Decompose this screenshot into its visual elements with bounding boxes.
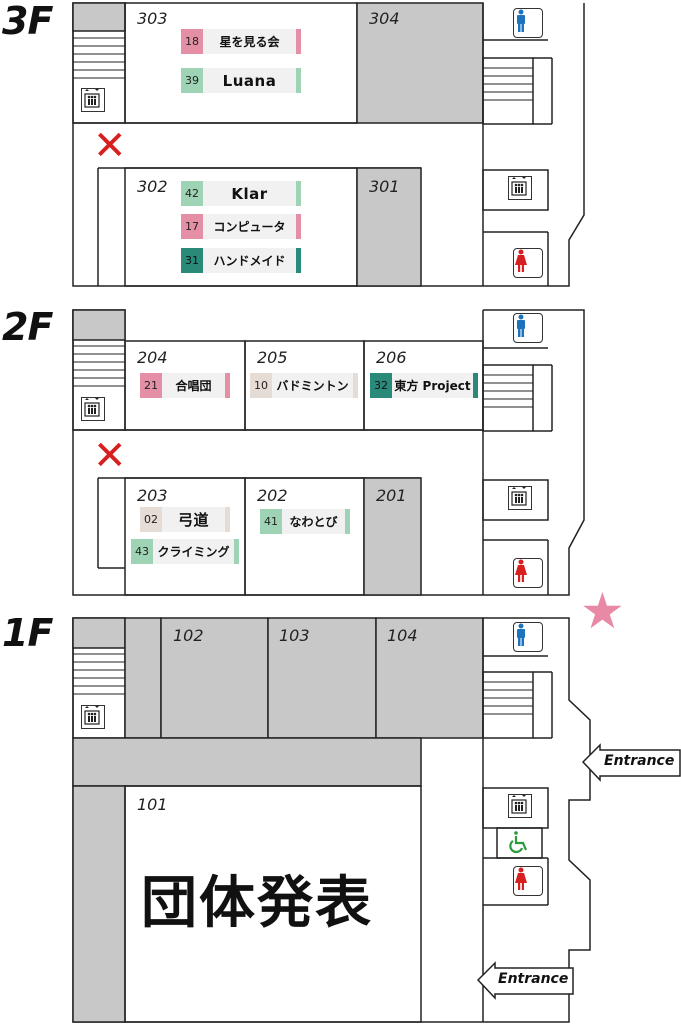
room-number-201: 201: [376, 486, 407, 505]
elevator-icon: [81, 397, 105, 421]
elevator-icon: [508, 794, 532, 818]
booth-name: 弓道: [177, 511, 209, 529]
female-restroom-icon: [513, 866, 543, 896]
booth-name: 合唱団: [175, 379, 212, 393]
room-number-203: 203: [137, 486, 168, 505]
booth-18[interactable]: 18 星を見る会: [181, 29, 301, 54]
booth-name: なわとび: [289, 515, 338, 529]
room-number-301: 301: [369, 177, 400, 196]
room-101: [124, 785, 422, 1023]
room-number-202: 202: [257, 486, 288, 505]
floor-label-3f: 3F: [2, 0, 53, 43]
female-restroom-icon: [513, 248, 543, 278]
booth-number: 42: [181, 181, 203, 206]
room-104: [375, 617, 484, 739]
booth-number: 10: [250, 373, 272, 398]
booth-number: 02: [140, 507, 162, 532]
booth-name: 東方 Project: [394, 379, 471, 393]
room-304: [356, 2, 484, 124]
room-number-302: 302: [137, 177, 168, 196]
entrance-arrow-lower: [476, 961, 574, 1000]
booth-number: 31: [181, 248, 203, 273]
booth-number: 17: [181, 214, 203, 239]
wall-2f: [72, 309, 585, 596]
booth-number: 21: [140, 373, 162, 398]
booth-31[interactable]: 31 ハンドメイド: [181, 248, 301, 273]
entrance-label-upper: Entrance: [604, 753, 675, 769]
booth-number: 41: [260, 509, 282, 534]
room-201: [363, 477, 422, 596]
booth-name: 星を見る会: [219, 35, 280, 49]
booth-32[interactable]: 32 東方 Project: [370, 373, 478, 398]
entrance-arrow-upper: [581, 743, 681, 782]
room-number-204: 204: [137, 348, 168, 367]
room-number-103: 103: [279, 626, 310, 645]
room-number-101: 101: [137, 795, 168, 814]
booth-17[interactable]: 17 コンピュータ: [181, 214, 301, 239]
booth-10[interactable]: 10 バドミントン: [250, 373, 358, 398]
booth-42[interactable]: 42 Klar: [181, 181, 301, 206]
room-number-304: 304: [369, 9, 400, 28]
booth-41[interactable]: 41 なわとび: [260, 509, 350, 534]
elevator-icon: [508, 176, 532, 200]
booth-name: Luana: [222, 71, 277, 90]
booth-number: 32: [370, 373, 392, 398]
room-number-303: 303: [137, 9, 168, 28]
male-restroom-icon: [513, 8, 543, 38]
elevator-icon: [508, 486, 532, 510]
male-restroom-icon: [513, 622, 543, 652]
closed-cross-icon: ✕: [93, 433, 127, 479]
wheelchair-icon: [508, 830, 534, 856]
wall-3f: [72, 3, 585, 287]
corridor-1f: [72, 737, 422, 787]
booth-43[interactable]: 43 クライミング: [131, 539, 239, 564]
booth-name: ハンドメイド: [213, 254, 286, 268]
booth-name: Klar: [231, 184, 268, 203]
star-icon: ★: [580, 582, 625, 640]
room-number-206: 206: [376, 348, 407, 367]
elevator-icon: [81, 705, 105, 729]
booth-name: コンピュータ: [213, 220, 286, 234]
male-restroom-icon: [513, 313, 543, 343]
booth-39[interactable]: 39 Luana: [181, 68, 301, 93]
elevator-icon: [81, 88, 105, 112]
closed-cross-icon: ✕: [93, 123, 127, 169]
room-number-205: 205: [257, 348, 288, 367]
booth-number: 18: [181, 29, 203, 54]
entrance-label-lower: Entrance: [498, 971, 569, 987]
room-301: [356, 167, 422, 287]
floor-label-2f: 2F: [2, 305, 53, 349]
booth-name: クライミング: [157, 545, 230, 559]
booth-number: 43: [131, 539, 153, 564]
female-restroom-icon: [513, 558, 543, 588]
wall-1f: [72, 617, 591, 1023]
room-number-104: 104: [387, 626, 418, 645]
main-event-title: 団体発表: [141, 871, 373, 936]
booth-02[interactable]: 02 弓道: [140, 507, 230, 532]
booth-name: バドミントン: [276, 379, 349, 393]
booth-21[interactable]: 21 合唱団: [140, 373, 230, 398]
floor-label-1f: 1F: [2, 611, 53, 655]
room-number-102: 102: [173, 626, 204, 645]
booth-number: 39: [181, 68, 203, 93]
